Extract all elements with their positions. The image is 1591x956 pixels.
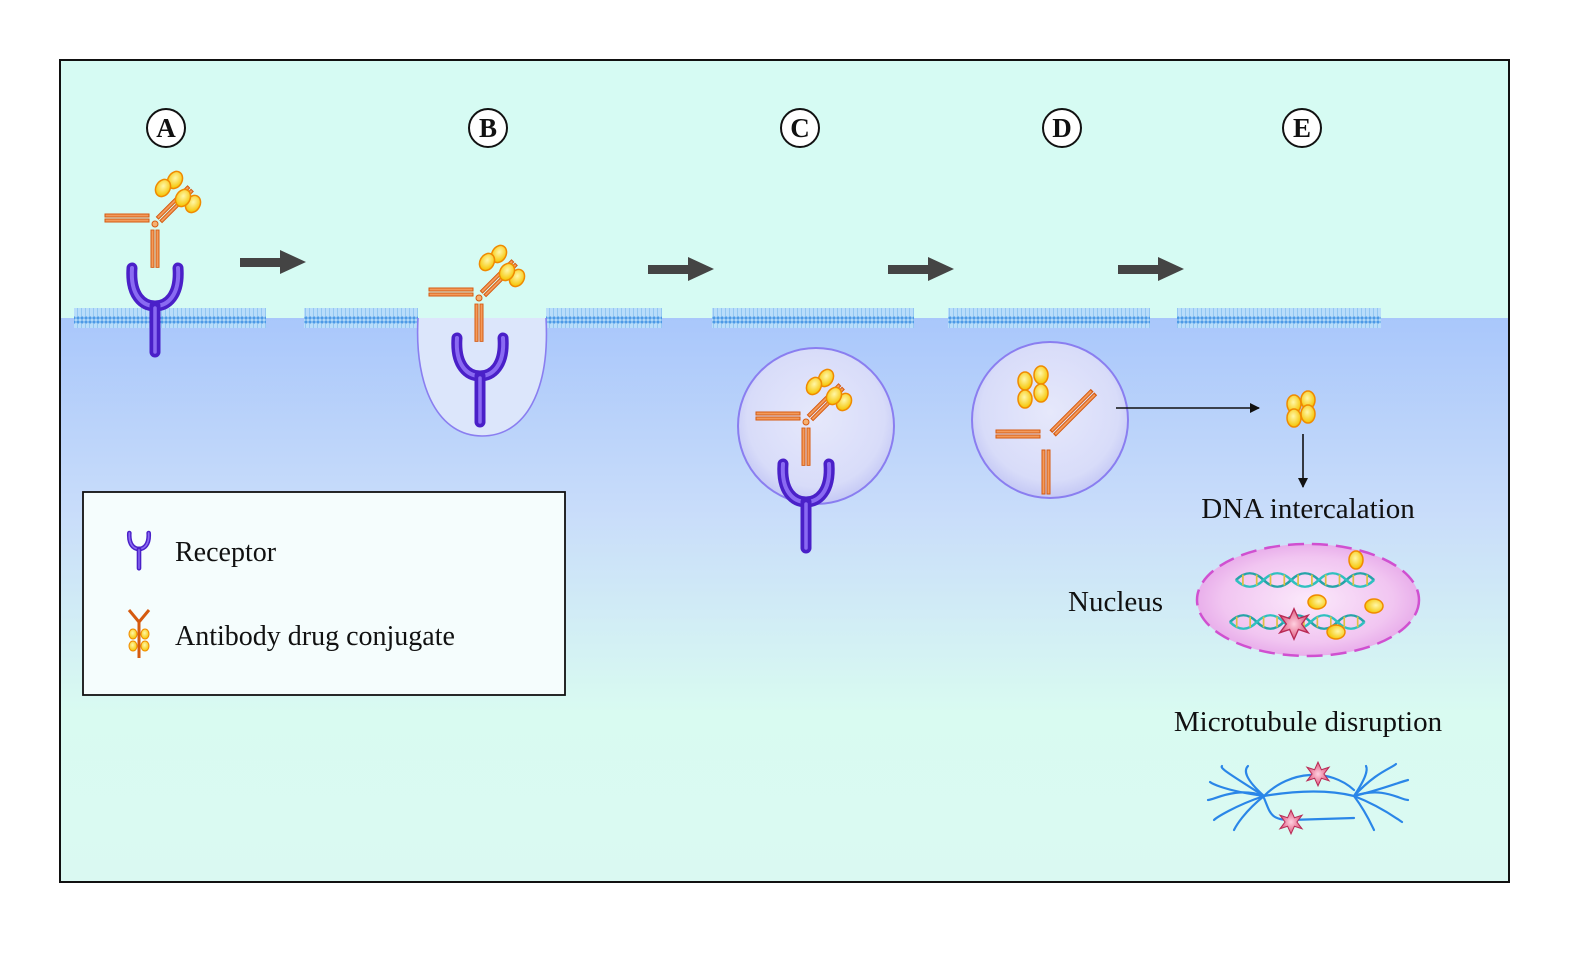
cell-membrane: [74, 308, 1381, 328]
legend: Receptor Antibody drug conjugate: [82, 491, 566, 696]
svg-text:A: A: [156, 113, 176, 143]
step-arrow-b-c: [648, 257, 714, 281]
legend-receptor-label: Receptor: [175, 537, 277, 568]
svg-text:E: E: [1293, 113, 1311, 143]
svg-text:D: D: [1052, 113, 1072, 143]
step-letter-b: B: [468, 108, 508, 148]
step-letter-c: C: [780, 108, 820, 148]
legend-adc-label: Antibody drug conjugate: [175, 621, 455, 652]
legend-adc-icon: [127, 609, 151, 658]
step-c-endosome: [737, 347, 895, 505]
step-letter-e: E: [1282, 108, 1322, 148]
step-letter-a: A: [146, 108, 186, 148]
step-arrow-c-d: [888, 257, 954, 281]
step-d-lysosome: [971, 341, 1129, 499]
svg-text:B: B: [479, 113, 497, 143]
step-letter-d: D: [1042, 108, 1082, 148]
svg-text:C: C: [790, 113, 810, 143]
microtubule-disruption-label: Microtubule disruption: [1174, 706, 1443, 738]
diagram-frame: [59, 59, 1510, 883]
nucleus-label: Nucleus: [1068, 586, 1163, 618]
mitotic-spindle: [1206, 762, 1410, 832]
step-arrow-a-b: [240, 250, 306, 274]
dna-intercalation-label: DNA intercalation: [1201, 493, 1415, 525]
step-arrow-d-e: [1118, 257, 1184, 281]
